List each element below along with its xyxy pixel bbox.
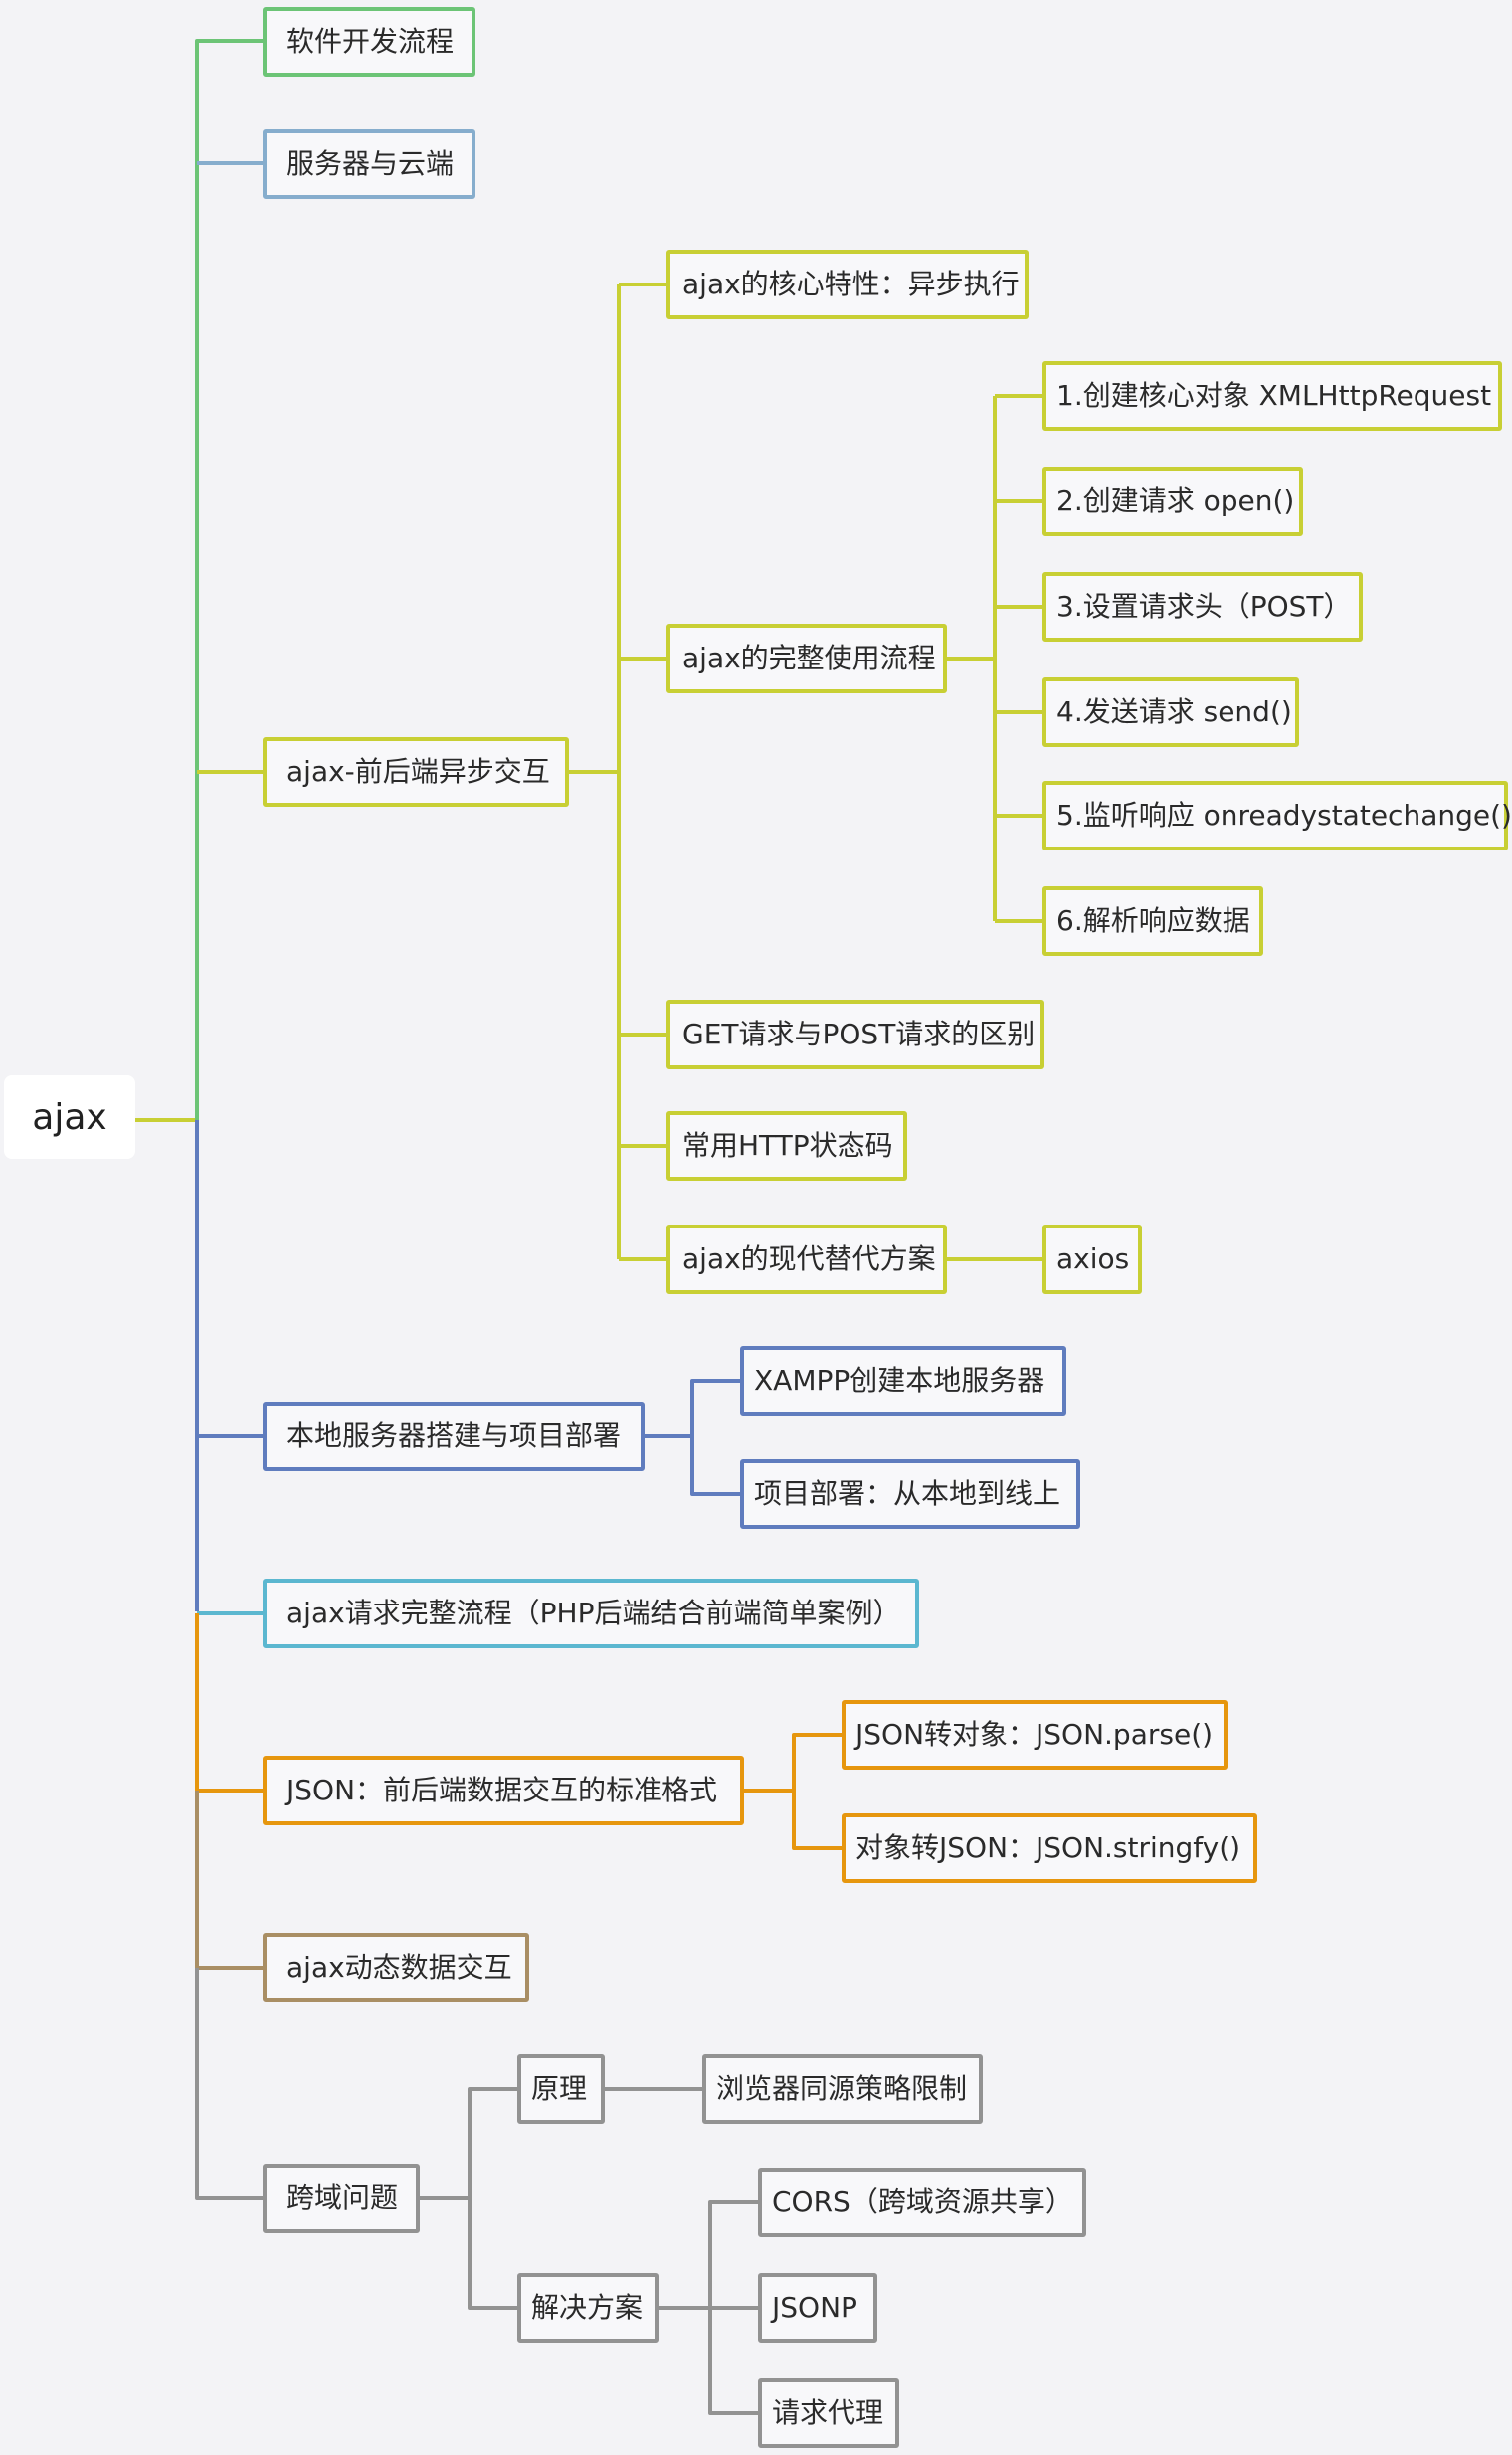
node-http-codes[interactable]: 常用HTTP状态码 <box>666 1111 907 1181</box>
node-request-proxy[interactable]: 请求代理 <box>758 2378 899 2448</box>
node-cors-principle[interactable]: 原理 <box>517 2054 605 2124</box>
node-cors-resource-sharing[interactable]: CORS（跨域资源共享） <box>758 2168 1086 2237</box>
node-php-flow[interactable]: ajax请求完整流程（PHP后端结合前端简单案例） <box>263 1579 919 1648</box>
node-local-server[interactable]: 本地服务器搭建与项目部署 <box>263 1402 645 1471</box>
node-ajax-modern[interactable]: ajax的现代替代方案 <box>666 1225 947 1294</box>
node-axios[interactable]: axios <box>1042 1225 1142 1294</box>
node-flow-step-2[interactable]: 2.创建请求 open() <box>1042 467 1303 536</box>
node-ajax-core[interactable]: ajax的核心特性：异步执行 <box>666 250 1029 319</box>
node-cors-solutions[interactable]: 解决方案 <box>517 2273 659 2343</box>
node-json-parse[interactable]: JSON转对象：JSON.parse() <box>842 1700 1228 1770</box>
node-jsonp[interactable]: JSONP <box>758 2273 877 2343</box>
node-xampp[interactable]: XAMPP创建本地服务器 <box>740 1346 1066 1416</box>
root-node[interactable]: ajax <box>4 1075 135 1159</box>
node-flow-step-4[interactable]: 4.发送请求 send() <box>1042 677 1299 747</box>
node-same-origin[interactable]: 浏览器同源策略限制 <box>702 2054 983 2124</box>
node-deploy[interactable]: 项目部署：从本地到线上 <box>740 1459 1080 1529</box>
node-ajax-async[interactable]: ajax-前后端异步交互 <box>263 737 569 807</box>
node-server-cloud[interactable]: 服务器与云端 <box>263 129 475 199</box>
node-json[interactable]: JSON：前后端数据交互的标准格式 <box>263 1756 744 1825</box>
node-json-stringfy[interactable]: 对象转JSON：JSON.stringfy() <box>842 1813 1257 1883</box>
node-dynamic[interactable]: ajax动态数据交互 <box>263 1933 529 2002</box>
node-flow-step-5[interactable]: 5.监听响应 onreadystatechange() <box>1042 781 1512 850</box>
node-flow-step-1[interactable]: 1.创建核心对象 XMLHttpRequest <box>1042 361 1502 431</box>
node-dev-process[interactable]: 软件开发流程 <box>263 7 475 77</box>
node-cors[interactable]: 跨域问题 <box>263 2164 420 2233</box>
node-ajax-flow[interactable]: ajax的完整使用流程 <box>666 624 947 693</box>
node-get-post[interactable]: GET请求与POST请求的区别 <box>666 1000 1044 1069</box>
node-flow-step-3[interactable]: 3.设置请求头（POST） <box>1042 572 1363 642</box>
node-flow-step-6[interactable]: 6.解析响应数据 <box>1042 886 1263 956</box>
